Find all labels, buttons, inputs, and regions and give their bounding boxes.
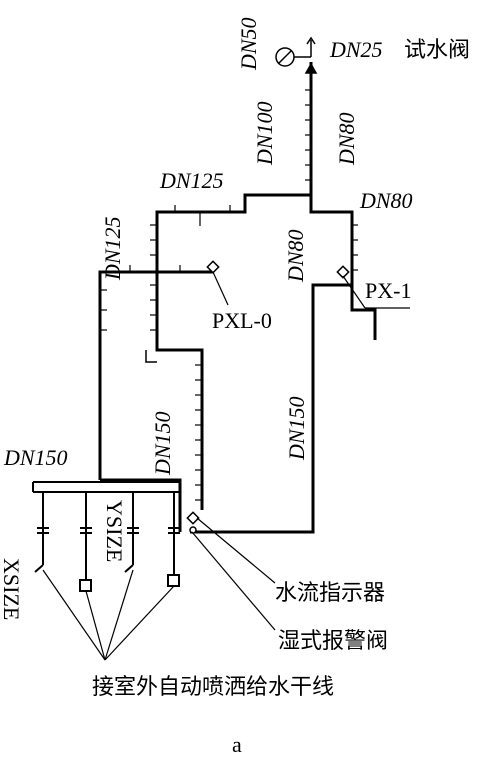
right-riser-pipe	[190, 195, 354, 534]
dn25-label: DN25	[329, 37, 383, 62]
dn125-left-label: DN125	[100, 216, 125, 281]
header-bar	[32, 481, 181, 493]
test-valve-icon	[275, 36, 318, 74]
upper-loop-pipe	[155, 62, 313, 510]
pxl0-valve-icon	[206, 260, 220, 274]
px1-valve-icon	[336, 265, 350, 279]
flow-indicator-icon	[186, 511, 200, 525]
supply-main-label: 接室外自动喷洒给水干线	[92, 675, 334, 700]
dn125-top-label: DN125	[159, 168, 224, 193]
px1-label: PX-1	[365, 278, 411, 303]
alarm-valve-icon	[189, 526, 197, 534]
flow-indicator-label: 水流指示器	[275, 581, 385, 606]
xsize-label: XSIZE	[0, 558, 24, 620]
figure-caption: a	[232, 732, 242, 757]
dn150-right-riser-label: DN150	[284, 396, 309, 461]
sprinkler-stubs	[100, 89, 358, 501]
dn80-right-riser-label: DN80	[334, 112, 359, 166]
pxl0-label: PXL-0	[212, 308, 272, 333]
ysize-label: YSIZE	[102, 500, 127, 562]
alarm-valve-label: 湿式报警阀	[278, 629, 388, 654]
dn150-header-label: DN150	[3, 445, 68, 470]
test-valve-label: 试水阀	[404, 38, 470, 63]
dn80-mid-label: DN80	[283, 229, 308, 283]
main-pipe-network	[98, 62, 377, 534]
leader-lines	[42, 271, 410, 661]
left-branch-pipe	[98, 270, 213, 480]
dn80-right-label: DN80	[359, 188, 413, 213]
drain-hook	[145, 350, 157, 363]
dn150-left-riser-label: DN150	[150, 411, 175, 476]
dn100-label: DN100	[252, 101, 277, 166]
dn150-header-pipe	[100, 478, 182, 532]
px1-drain-pipe	[350, 285, 377, 340]
dn50-label: DN50	[236, 17, 261, 71]
